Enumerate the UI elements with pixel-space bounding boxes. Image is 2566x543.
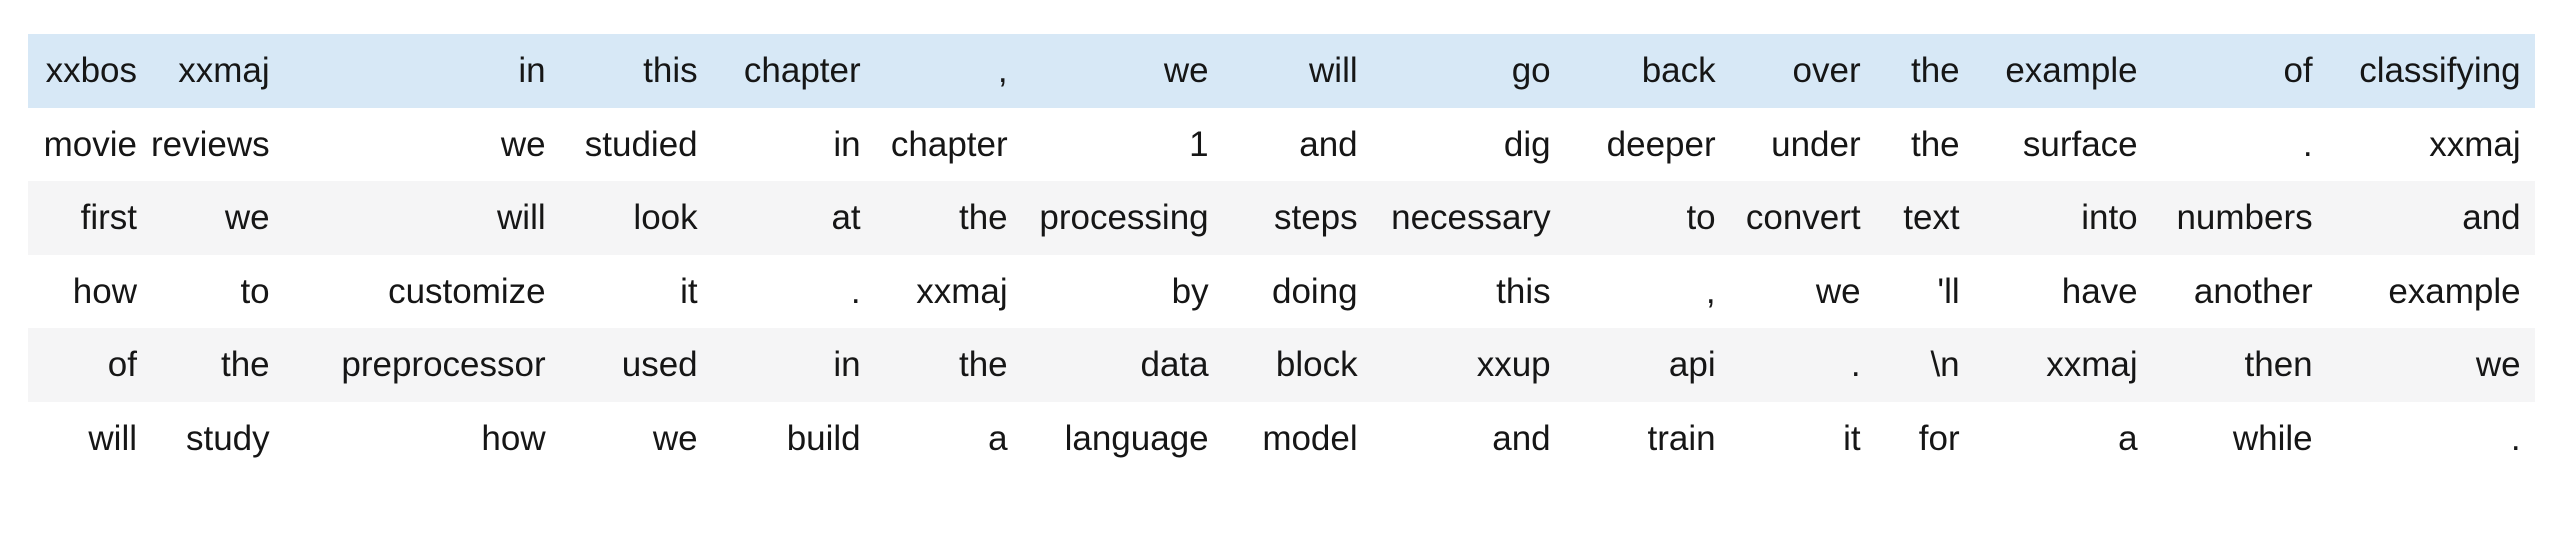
token-cell: over	[1729, 34, 1875, 108]
token-cell: doing	[1222, 254, 1372, 328]
token-cell: it	[1729, 401, 1875, 475]
token-cell: we	[2326, 328, 2535, 402]
token-cell: chapter	[874, 107, 1022, 181]
token-cell: build	[711, 401, 875, 475]
token-cell: .	[2326, 401, 2535, 475]
token-cell: to	[1564, 181, 1730, 255]
token-cell: we	[559, 401, 712, 475]
token-cell: convert	[1729, 181, 1875, 255]
token-cell: will	[28, 401, 151, 475]
token-cell: have	[1973, 254, 2152, 328]
token-cell: while	[2151, 401, 2327, 475]
token-cell: classifying	[2326, 34, 2535, 108]
token-cell: under	[1729, 107, 1875, 181]
token-cell: at	[711, 181, 875, 255]
token-cell: we	[151, 181, 284, 255]
token-cell: deeper	[1564, 107, 1730, 181]
token-cell: processing	[1021, 181, 1223, 255]
token-cell: movie	[28, 107, 151, 181]
token-cell: block	[1222, 328, 1372, 402]
token-cell: of	[2151, 34, 2327, 108]
token-cell: will	[283, 181, 560, 255]
token-cell: in	[711, 107, 875, 181]
token-cell: language	[1021, 401, 1223, 475]
token-cell: xxmaj	[1973, 328, 2152, 402]
token-cell: ,	[1564, 254, 1730, 328]
token-cell: in	[711, 328, 875, 402]
token-cell: in	[283, 34, 560, 108]
token-cell: studied	[559, 107, 712, 181]
token-cell: a	[1973, 401, 2152, 475]
token-cell: by	[1021, 254, 1223, 328]
token-cell: necessary	[1371, 181, 1565, 255]
token-cell: xxmaj	[874, 254, 1022, 328]
token-cell: we	[1021, 34, 1223, 108]
token-cell: look	[559, 181, 712, 255]
token-cell: how	[28, 254, 151, 328]
token-cell: the	[874, 328, 1022, 402]
token-cell: to	[151, 254, 284, 328]
token-cell: xxmaj	[151, 34, 284, 108]
token-cell: example	[1973, 34, 2152, 108]
token-cell: xxmaj	[2326, 107, 2535, 181]
token-cell: this	[559, 34, 712, 108]
token-cell: steps	[1222, 181, 1372, 255]
token-cell: .	[2151, 107, 2327, 181]
token-cell: \n	[1874, 328, 1974, 402]
token-cell: model	[1222, 401, 1372, 475]
token-cell: surface	[1973, 107, 2152, 181]
token-cell: then	[2151, 328, 2327, 402]
token-cell: go	[1371, 34, 1565, 108]
token-cell: the	[1874, 34, 1974, 108]
token-cell: the	[151, 328, 284, 402]
token-cell: xxup	[1371, 328, 1565, 402]
token-cell: into	[1973, 181, 2152, 255]
token-cell: data	[1021, 328, 1223, 402]
token-cell: it	[559, 254, 712, 328]
token-cell: .	[711, 254, 875, 328]
token-cell: we	[283, 107, 560, 181]
token-cell: study	[151, 401, 284, 475]
token-cell: of	[28, 328, 151, 402]
token-cell: numbers	[2151, 181, 2327, 255]
token-cell: xxbos	[28, 34, 151, 108]
token-cell: dig	[1371, 107, 1565, 181]
token-cell: another	[2151, 254, 2327, 328]
token-cell: how	[283, 401, 560, 475]
token-cell: first	[28, 181, 151, 255]
token-cell: reviews	[151, 107, 284, 181]
token-cell: for	[1874, 401, 1974, 475]
token-cell: we	[1729, 254, 1875, 328]
token-cell: .	[1729, 328, 1875, 402]
token-cell: text	[1874, 181, 1974, 255]
token-cell: example	[2326, 254, 2535, 328]
token-cell: ,	[874, 34, 1022, 108]
token-cell: and	[2326, 181, 2535, 255]
token-cell: 1	[1021, 107, 1223, 181]
token-cell: the	[874, 181, 1022, 255]
token-cell: api	[1564, 328, 1730, 402]
token-cell: this	[1371, 254, 1565, 328]
token-cell: preprocessor	[283, 328, 560, 402]
token-cell: a	[874, 401, 1022, 475]
token-cell: and	[1371, 401, 1565, 475]
token-cell: train	[1564, 401, 1730, 475]
token-cell: 'll	[1874, 254, 1974, 328]
token-cell: customize	[283, 254, 560, 328]
token-cell: used	[559, 328, 712, 402]
token-cell: back	[1564, 34, 1730, 108]
token-cell: the	[1874, 107, 1974, 181]
token-cell: will	[1222, 34, 1372, 108]
token-cell: chapter	[711, 34, 875, 108]
token-cell: and	[1222, 107, 1372, 181]
